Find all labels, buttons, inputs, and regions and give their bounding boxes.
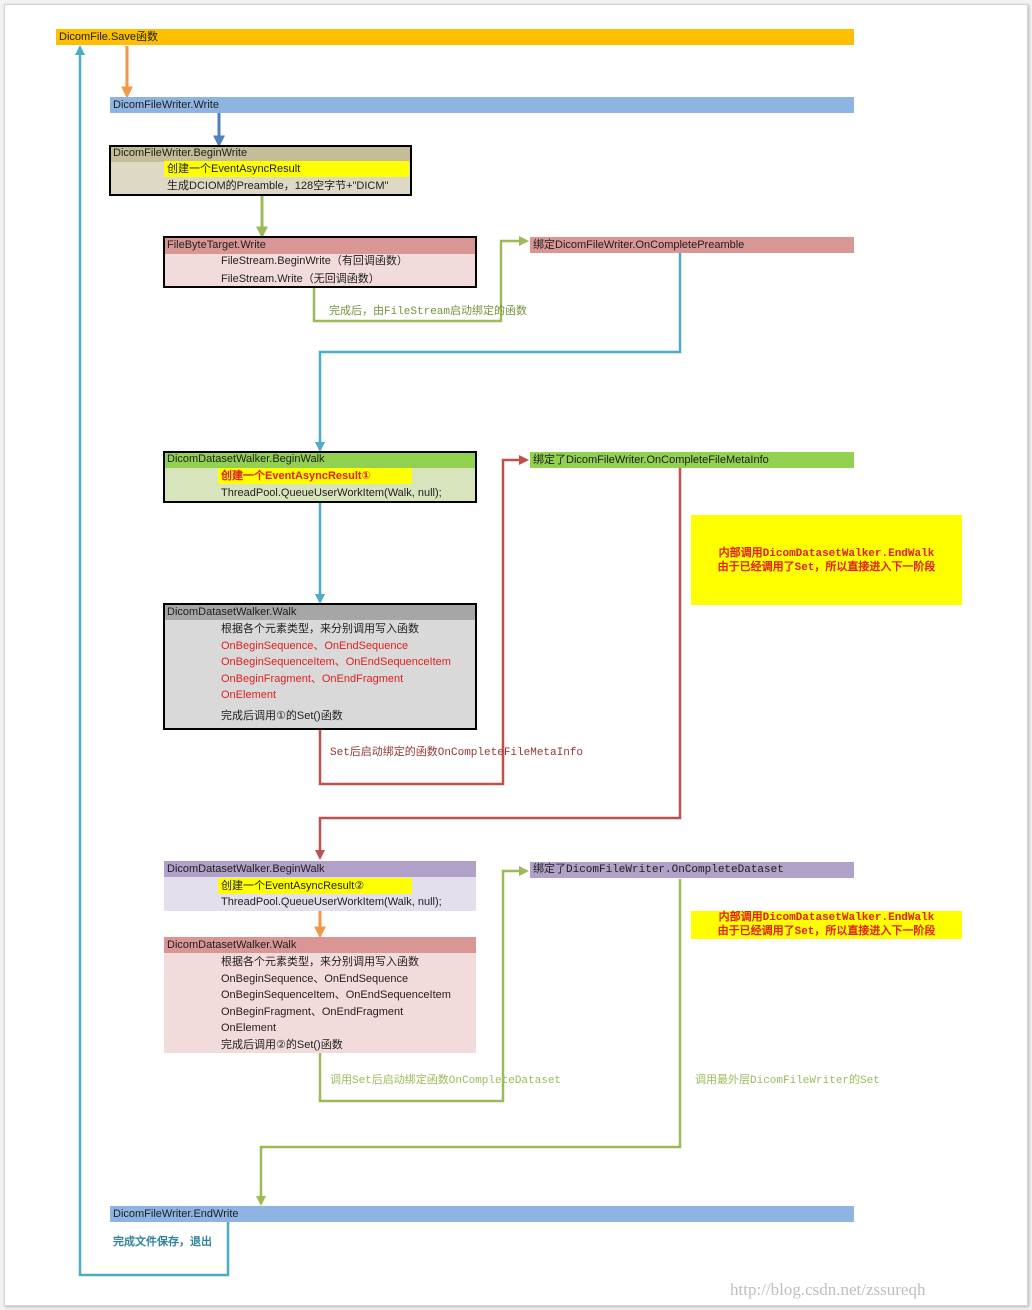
walk2-line6: 完成后调用②的Set()函数 (221, 1039, 343, 1051)
outer-set-label: 调用最外层DicomFileWriter的Set (695, 1075, 880, 1087)
set-dataset-label: 调用Set后启动绑定函数OnCompleteDataset (330, 1075, 562, 1087)
endwrite-label: DicomFileWriter.EndWrite (113, 1208, 239, 1220)
beginwalk2-line1: 创建一个EventAsyncResult② (221, 880, 365, 892)
beginwrite-line1: 创建一个EventAsyncResult (167, 163, 301, 175)
filebytetarget-line1: FileStream.BeginWrite（有回调函数） (221, 255, 408, 267)
walk2-line1: 根据各个元素类型，来分别调用写入函数 (221, 956, 419, 968)
bind-metainfo-label: 绑定了DicomFileWriter.OnCompleteFileMetaInf… (533, 454, 769, 466)
bind-dataset-node (530, 862, 854, 878)
arrow-preamble-to-beginwalk (315, 253, 682, 452)
arrow-endwrite-to-save (75, 45, 230, 1277)
beginwalk1-title: DicomDatasetWalker.BeginWalk (167, 453, 325, 465)
save-node-label: DicomFile.Save函数 (59, 31, 159, 43)
beginwrite-title: DicomFileWriter.BeginWrite (113, 147, 248, 159)
beginwrite-line2: 生成DCIOM的Preamble，128空字节+"DICM" (167, 180, 389, 192)
beginwalk2-title: DicomDatasetWalker.BeginWalk (167, 863, 325, 875)
walk2-line5: OnElement (221, 1022, 277, 1034)
walk1-title: DicomDatasetWalker.Walk (167, 606, 297, 618)
walk1-line5: OnElement (221, 689, 277, 701)
save-node (56, 29, 854, 45)
beginwalk1-line2: ThreadPool.QueueUserWorkItem(Walk, null)… (221, 487, 442, 499)
set-metainfo-label: Set后启动绑定的函数OnCompleteFileMetaInfo (330, 747, 584, 759)
filebytetarget-line2: FileStream.Write（无回调函数） (221, 273, 380, 285)
arrow-target-to-preamble (312, 236, 529, 323)
walk2-line2: OnBeginSequence、OnEndSequence (221, 973, 409, 985)
walk1-line6: 完成后调用①的Set()函数 (221, 710, 343, 722)
walk1-line4: OnBeginFragment、OnEndFragment (221, 673, 404, 685)
beginwalk2-highlight (218, 878, 412, 894)
beginwalk1-line1: 创建一个EventAsyncResult① (221, 470, 371, 482)
endwalk-note-2-line1: 内部调用DicomDatasetWalker.EndWalk (718, 912, 935, 924)
endwalk-note-2-line2: 由于已经调用了Set，所以直接进入下一阶段 (717, 926, 936, 938)
beginwrite-highlight (164, 161, 409, 177)
walk2-title: DicomDatasetWalker.Walk (167, 939, 297, 951)
walk1-line3: OnBeginSequenceItem、OnEndSequenceItem (221, 656, 451, 668)
endwalk-note-1-line1: 内部调用DicomDatasetWalker.EndWalk (718, 548, 935, 560)
finish-label: 完成文件保存，退出 (113, 1237, 212, 1249)
arrow-walk-to-metainfo (318, 455, 529, 786)
bind-preamble-label: 绑定DicomFileWriter.OnCompletePreamble (533, 239, 745, 251)
filestream-callback-label: 完成后，由FileStream启动绑定的函数 (329, 306, 528, 318)
beginwalk2-line2: ThreadPool.QueueUserWorkItem(Walk, null)… (221, 896, 442, 908)
walk2-line4: OnBeginFragment、OnEndFragment (221, 1006, 404, 1018)
endwrite-node (110, 1206, 854, 1222)
bind-metainfo-node (530, 452, 854, 468)
walk1-line2: OnBeginSequence、OnEndSequence (221, 640, 409, 652)
beginwalk1-highlight (218, 468, 412, 484)
arrow-dataset-to-endwrite (256, 879, 682, 1206)
bind-preamble-node (530, 237, 854, 253)
endwalk-note-2: 内部调用DicomDatasetWalker.EndWalk 由于已经调用了Se… (691, 911, 962, 939)
write-node (110, 97, 854, 113)
watermark: http://blog.csdn.net/zssureqh (730, 1280, 926, 1299)
walk2-box (164, 937, 476, 1053)
arrow-walk2-to-dataset (318, 866, 529, 1103)
write-node-label: DicomFileWriter.Write (113, 99, 219, 111)
endwalk-note-1: 内部调用DicomDatasetWalker.EndWalk 由于已经调用了Se… (691, 515, 962, 605)
walk1-line1: 根据各个元素类型，来分别调用写入函数 (221, 623, 419, 635)
endwalk-note-1-line2: 由于已经调用了Set，所以直接进入下一阶段 (717, 562, 936, 574)
walk1-box (163, 603, 477, 730)
filebytetarget-title: FileByteTarget.Write (167, 239, 266, 251)
arrow-metainfo-to-beginwalk2 (315, 468, 682, 860)
filebytetarget-box (163, 236, 477, 288)
walk2-line3: OnBeginSequenceItem、OnEndSequenceItem (221, 989, 451, 1001)
bind-dataset-label: 绑定了DicomFileWriter.OnCompleteDataset (533, 864, 784, 876)
